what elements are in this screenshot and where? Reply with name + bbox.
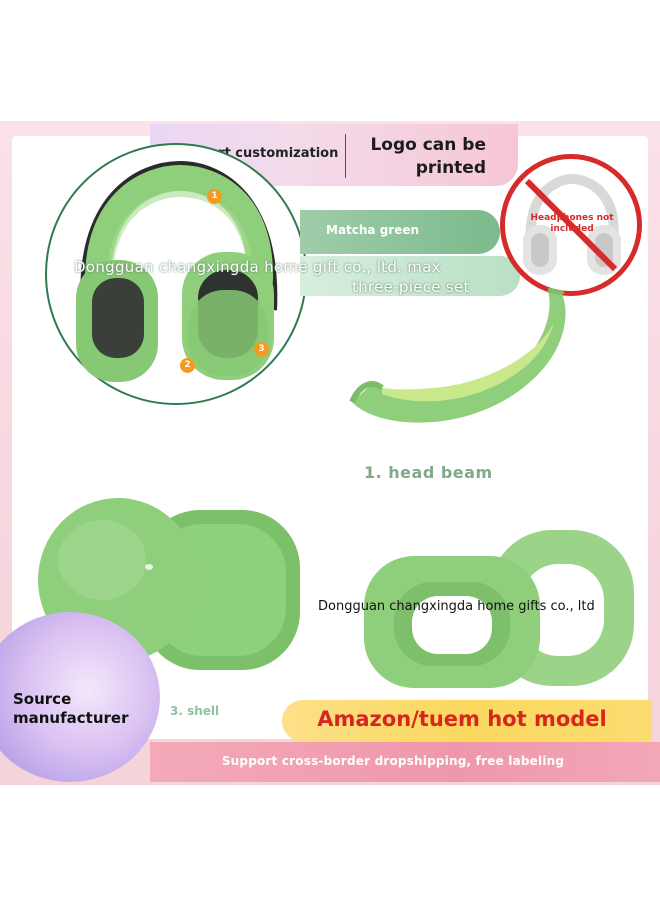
badge-3: 3: [254, 342, 269, 357]
ear-pads-image: [364, 530, 634, 688]
earpad-caption: Dongguan changxingda home gifts co., ltd: [318, 599, 595, 614]
bottom-band: [150, 742, 660, 782]
color-tag: [300, 210, 500, 254]
source-manufacturer-text: Source manufacturer: [13, 690, 129, 727]
head-beam-label: 1. head beam: [364, 463, 493, 482]
set-tag: [300, 256, 520, 296]
company-overlay-line-2: three-piece set: [352, 278, 470, 296]
head-beam-image: [349, 287, 566, 423]
banner-divider: [345, 134, 346, 178]
not-included-badge: [500, 154, 642, 296]
badge-2: 2: [180, 358, 195, 373]
badge-1: 1: [207, 189, 222, 204]
headphones-image: [76, 160, 278, 382]
company-overlay-line-1: Dongguan changxingda home gift co., ltd.…: [74, 258, 441, 276]
not-included-text: Headphones not included: [530, 213, 614, 234]
color-tag-text: Matcha green: [326, 223, 420, 237]
prohibition-slash-icon: [524, 178, 618, 272]
amazon-hot-model-text: Amazon/tuem hot model: [317, 707, 607, 731]
amazon-banner: [282, 700, 652, 742]
shell-label: 3. shell: [170, 704, 220, 718]
logo-printed-text: Logo can be printed: [370, 135, 486, 178]
shell-image: [38, 498, 300, 670]
source-blob: [0, 612, 160, 782]
dropshipping-text: Support cross-border dropshipping, free …: [221, 754, 565, 768]
